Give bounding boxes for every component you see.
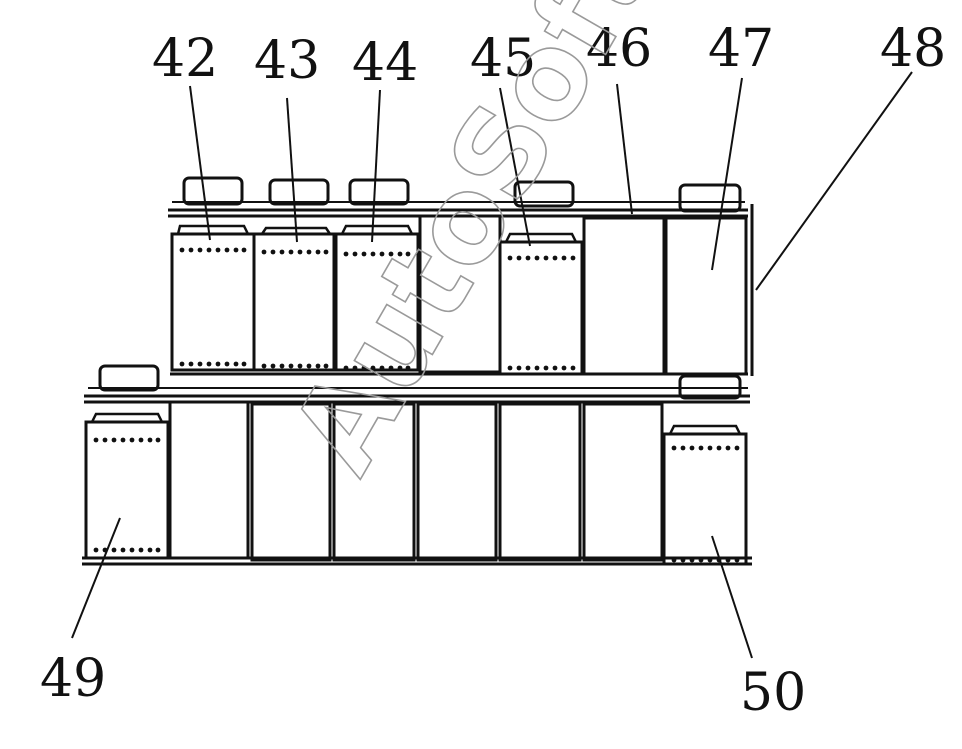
callout-45: 45 [470, 29, 536, 89]
leader-43 [286, 97, 298, 243]
leader-46 [616, 83, 633, 215]
leader-49 [71, 517, 121, 639]
dots-42-top [179, 247, 247, 253]
terminal-dots-upper [179, 247, 576, 371]
dots-45-top [507, 255, 576, 261]
dots-42-bottom [179, 361, 247, 367]
callout-numbers: 42 43 44 45 46 47 48 49 50 [40, 19, 946, 723]
leader-48 [755, 71, 913, 291]
leader-42 [189, 85, 211, 241]
empty-slot-lower-3 [332, 402, 416, 562]
callout-46: 46 [586, 19, 652, 79]
relay-module-45 [498, 180, 584, 376]
empty-slot-lower-2 [250, 402, 332, 562]
terminal-dots-lower [93, 437, 740, 563]
dots-45-bottom [507, 365, 576, 371]
lower-row [82, 364, 752, 566]
dots-44-top [343, 251, 411, 257]
callout-44: 44 [352, 33, 418, 93]
leader-44 [371, 89, 381, 243]
relay-module-44 [334, 178, 420, 372]
relay-module-47 [664, 183, 754, 376]
empty-slot-lower-4 [416, 402, 498, 562]
relay-module-50 [662, 374, 748, 566]
callout-43: 43 [254, 31, 320, 91]
dots-50-top [671, 445, 740, 451]
empty-slot-lower-5 [498, 402, 582, 562]
leader-lines [71, 71, 913, 659]
callout-48: 48 [880, 19, 946, 79]
relay-module-42 [170, 176, 256, 372]
callout-49: 49 [40, 649, 106, 709]
dots-43-bottom [261, 363, 329, 369]
leader-45 [499, 87, 531, 247]
empty-slot-lower-1 [168, 400, 250, 560]
callout-47: 47 [708, 19, 774, 79]
dots-50-bottom [671, 557, 740, 563]
dots-44-bottom [343, 365, 411, 371]
empty-slot-lower-6 [582, 402, 664, 562]
dots-43-top [261, 249, 329, 255]
upper-row [168, 176, 754, 376]
leader-47 [711, 77, 743, 271]
dots-49-top [93, 437, 161, 443]
dots-49-bottom [93, 547, 161, 553]
callout-42: 42 [152, 29, 218, 89]
callout-50: 50 [740, 663, 806, 723]
leader-50 [711, 535, 753, 659]
autosoft-watermark: AutoSoft [265, 0, 678, 494]
slot-46 [582, 216, 666, 376]
relay-module-49 [84, 364, 170, 560]
